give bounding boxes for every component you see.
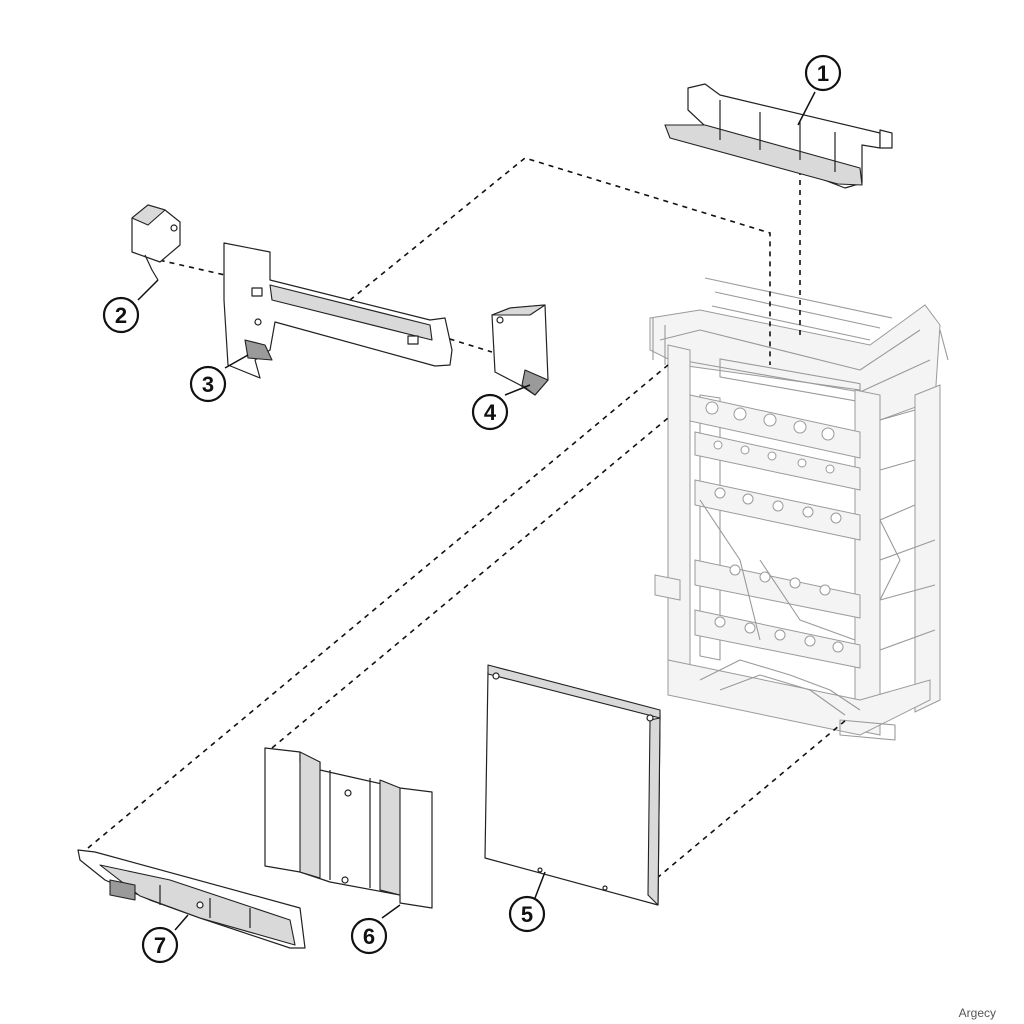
callout-2-label: 2 (115, 303, 127, 328)
callout-2: 2 (102, 296, 140, 334)
callout-5-label: 5 (521, 902, 533, 927)
callout-leaders (137, 91, 816, 931)
callout-3: 3 (189, 365, 227, 403)
callout-1: 1 (804, 54, 842, 92)
part-6-center-panel (264, 747, 433, 909)
callout-5: 5 (508, 895, 546, 933)
part-1-top-guide (664, 83, 893, 189)
part-5-side-panel (484, 664, 661, 906)
part-2-left-cover (131, 204, 181, 281)
callout-6: 6 (350, 917, 388, 955)
callout-6-label: 6 (363, 924, 375, 949)
watermark: Argecy (958, 1006, 996, 1020)
callout-7: 7 (141, 926, 179, 964)
callout-3-label: 3 (202, 372, 214, 397)
callout-4: 4 (471, 393, 509, 431)
callout-7-label: 7 (154, 933, 166, 958)
callout-1-label: 1 (817, 61, 829, 86)
part-7-bottom-guide (77, 849, 306, 949)
callout-4-label: 4 (484, 400, 497, 425)
assembly-guide-lines (87, 157, 847, 879)
part-3-front-beam (223, 242, 453, 379)
part-4-right-cover (491, 304, 549, 396)
printer-frame (649, 277, 949, 741)
